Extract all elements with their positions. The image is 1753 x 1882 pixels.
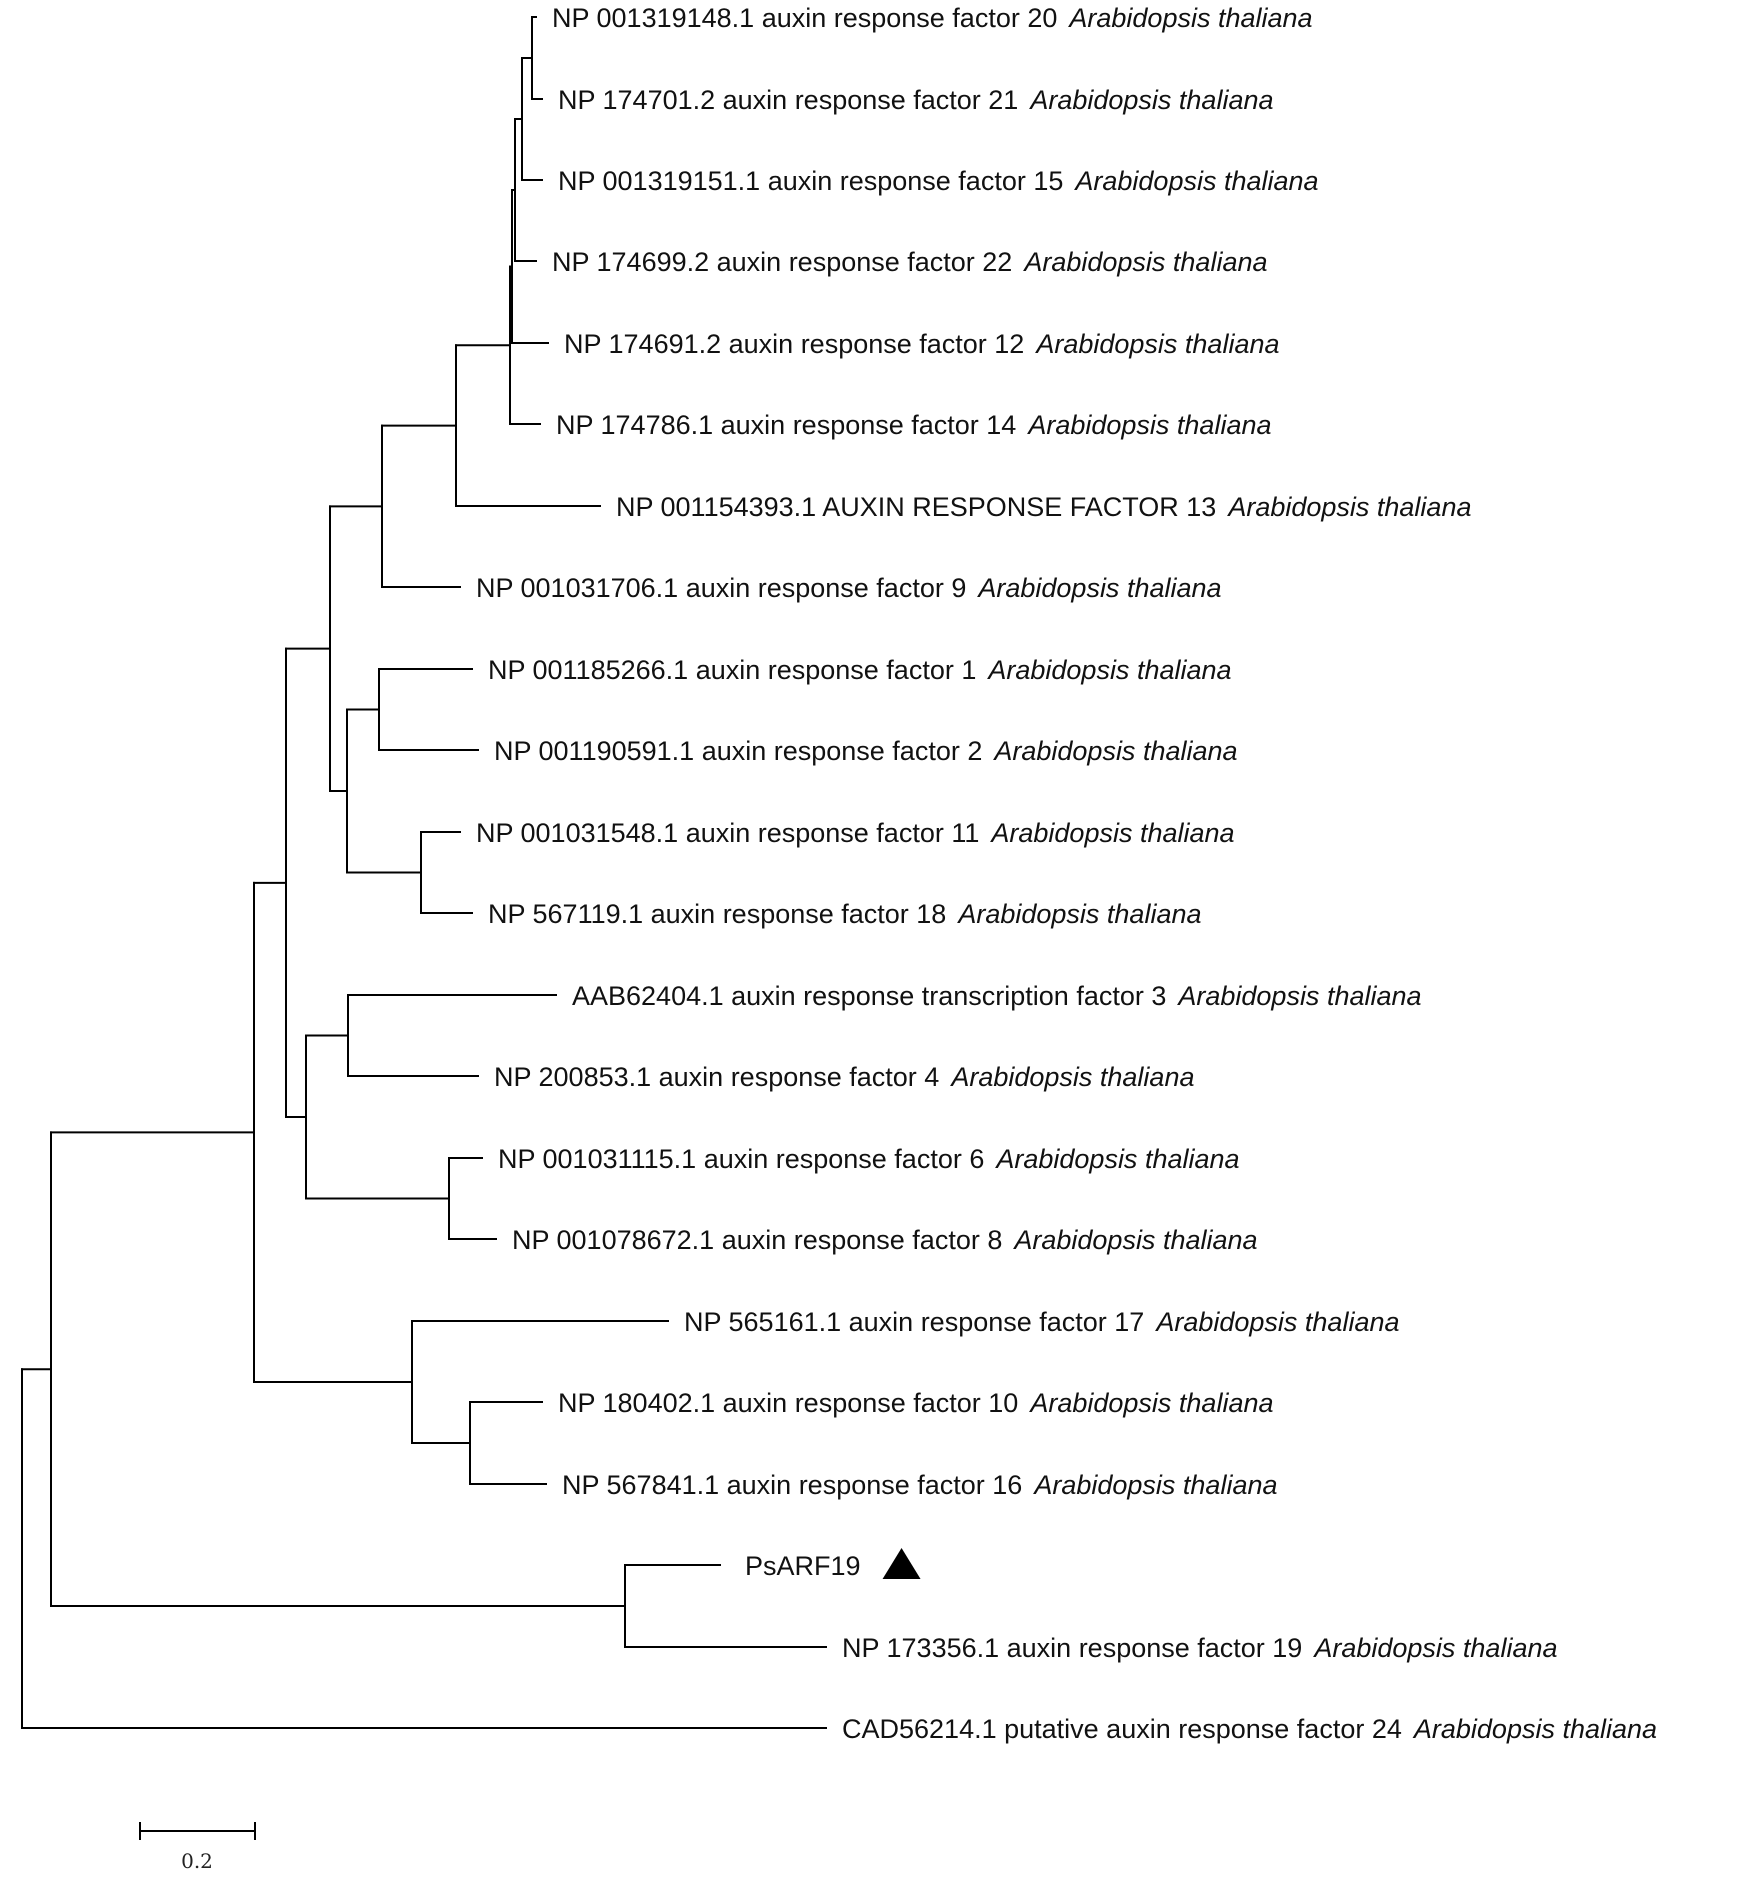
taxon-name: auxin response factor 9 (678, 573, 966, 603)
taxon-name: auxin response factor 1 (688, 655, 976, 685)
taxon-label-arf11: NP 001031548.1 auxin response factor 11 A… (476, 818, 1235, 848)
taxon-label-arf4: NP 200853.1 auxin response factor 4 Arabi… (494, 1062, 1194, 1092)
taxon-name: auxin response factor 4 (651, 1062, 939, 1092)
taxon-label-arf15: NP 001319151.1 auxin response factor 15 A… (558, 166, 1319, 196)
taxon-species: Arabidopsis thaliana (1226, 492, 1471, 522)
taxon-label-arf18: NP 567119.1 auxin response factor 18 Arab… (488, 899, 1202, 929)
taxon-species: Arabidopsis thaliana (1026, 410, 1271, 440)
taxon-accession: NP 001319148.1 (552, 3, 754, 33)
taxon-name: auxin response factor 15 (760, 166, 1063, 196)
taxon-species: Arabidopsis thaliana (1012, 1225, 1257, 1255)
taxon-accession: NP 001190591.1 (494, 736, 694, 766)
taxon-name: AUXIN RESPONSE FACTOR 13 (816, 492, 1216, 522)
taxon-label-arf3: AAB62404.1 auxin response transcription … (572, 981, 1422, 1011)
taxon-species: Arabidopsis thaliana (1028, 1388, 1273, 1418)
taxon-name: auxin response factor 22 (709, 247, 1012, 277)
taxon-name: auxin response factor 18 (643, 899, 946, 929)
taxon-name: auxin response factor 2 (694, 736, 982, 766)
taxon-name: auxin response factor 10 (715, 1388, 1018, 1418)
taxon-label-arf24: CAD56214.1 putative auxin response facto… (842, 1714, 1657, 1744)
taxon-accession: NP 565161.1 (684, 1307, 841, 1337)
taxon-species: Arabidopsis thaliana (1412, 1714, 1657, 1744)
taxon-name: auxin response factor 21 (715, 85, 1018, 115)
taxon-label-arf10: NP 180402.1 auxin response factor 10 Arab… (558, 1388, 1274, 1418)
taxon-accession: NP 567119.1 (488, 899, 643, 929)
taxon-accession: NP 001031115.1 (498, 1144, 696, 1174)
taxon-name: auxin response factor 11 (678, 818, 979, 848)
taxon-species: Arabidopsis thaliana (994, 1144, 1239, 1174)
taxon-accession: NP 001031706.1 (476, 573, 678, 603)
taxon-species: Arabidopsis thaliana (1154, 1307, 1399, 1337)
taxon-label-arf1: NP 001185266.1 auxin response factor 1 Ar… (488, 655, 1232, 685)
taxon-label-arf16: NP 567841.1 auxin response factor 16 Arab… (562, 1470, 1278, 1500)
taxon-species: Arabidopsis thaliana (1034, 329, 1279, 359)
taxon-accession: PsARF19 (745, 1551, 861, 1581)
tree-branches (21, 16, 827, 1729)
taxon-label-arf14: NP 174786.1 auxin response factor 14 Arab… (556, 410, 1272, 440)
taxon-accession: NP 001154393.1 (616, 492, 816, 522)
taxon-label-arf20: NP 001319148.1 auxin response factor 20 A… (552, 3, 1313, 33)
taxon-accession: NP 200853.1 (494, 1062, 651, 1092)
taxon-name: auxin response transcription factor 3 (724, 981, 1167, 1011)
taxon-label-arf17: NP 565161.1 auxin response factor 17 Arab… (684, 1307, 1400, 1337)
taxon-accession: NP 174701.2 (558, 85, 715, 115)
taxon-name: auxin response factor 14 (713, 410, 1016, 440)
taxon-label-arf22: NP 174699.2 auxin response factor 22 Arab… (552, 247, 1268, 277)
taxon-species: Arabidopsis thaliana (1312, 1633, 1557, 1663)
taxon-name: auxin response factor 6 (696, 1144, 984, 1174)
taxon-label-arf2: NP 001190591.1 auxin response factor 2 Ar… (494, 736, 1238, 766)
taxon-accession: NP 567841.1 (562, 1470, 719, 1500)
taxon-name: auxin response factor 12 (721, 329, 1024, 359)
taxon-label-arf19: NP 173356.1 auxin response factor 19 Arab… (842, 1633, 1558, 1663)
taxon-accession: NP 001031548.1 (476, 818, 678, 848)
taxon-accession: NP 174699.2 (552, 247, 709, 277)
taxon-species: Arabidopsis thaliana (976, 573, 1221, 603)
taxon-accession: NP 001185266.1 (488, 655, 688, 685)
taxon-accession: NP 173356.1 (842, 1633, 999, 1663)
taxon-species: Arabidopsis thaliana (986, 655, 1231, 685)
taxon-label-arf21: NP 174701.2 auxin response factor 21 Arab… (558, 85, 1274, 115)
taxon-label-arf9: NP 001031706.1 auxin response factor 9 Ar… (476, 573, 1222, 603)
taxon-accession: NP 001078672.1 (512, 1225, 714, 1255)
taxon-species: Arabidopsis thaliana (1067, 3, 1312, 33)
taxon-label-arf12: NP 174691.2 auxin response factor 12 Arab… (564, 329, 1280, 359)
taxon-labels: NP 001319148.1 auxin response factor 20 A… (476, 3, 1657, 1744)
taxon-name: auxin response factor 8 (714, 1225, 1002, 1255)
taxon-species: Arabidopsis thaliana (949, 1062, 1194, 1092)
taxon-name: auxin response factor 16 (719, 1470, 1022, 1500)
triangle-marker-icon (882, 1548, 921, 1579)
taxon-species: Arabidopsis thaliana (1028, 85, 1273, 115)
taxon-label-psarf19: PsARF19 (745, 1551, 861, 1581)
taxon-name: auxin response factor 17 (841, 1307, 1144, 1337)
taxon-accession: NP 174786.1 (556, 410, 713, 440)
taxon-accession: NP 180402.1 (558, 1388, 715, 1418)
taxon-species: Arabidopsis thaliana (992, 736, 1237, 766)
taxon-label-arf6: NP 001031115.1 auxin response factor 6 Ar… (498, 1144, 1240, 1174)
taxon-species: Arabidopsis thaliana (1176, 981, 1421, 1011)
taxon-accession: CAD56214.1 (842, 1714, 997, 1744)
scale-bar-label: 0.2 (181, 1849, 213, 1873)
taxon-label-arf8: NP 001078672.1 auxin response factor 8 Ar… (512, 1225, 1258, 1255)
taxon-accession: NP 174691.2 (564, 329, 721, 359)
taxon-name: auxin response factor 19 (999, 1633, 1302, 1663)
taxon-species: Arabidopsis thaliana (1073, 166, 1318, 196)
taxon-label-arf13: NP 001154393.1 AUXIN RESPONSE FACTOR 13 A… (616, 492, 1471, 522)
taxon-name: auxin response factor 20 (754, 3, 1057, 33)
taxon-species: Arabidopsis thaliana (956, 899, 1201, 929)
taxon-accession: AAB62404.1 (572, 981, 724, 1011)
taxon-accession: NP 001319151.1 (558, 166, 760, 196)
taxon-species: Arabidopsis thaliana (1032, 1470, 1277, 1500)
taxon-species: Arabidopsis thaliana (1022, 247, 1267, 277)
taxon-name: putative auxin response factor 24 (997, 1714, 1402, 1744)
scale-bar: 0.2 (139, 1822, 256, 1873)
taxon-species: Arabidopsis thaliana (989, 818, 1234, 848)
